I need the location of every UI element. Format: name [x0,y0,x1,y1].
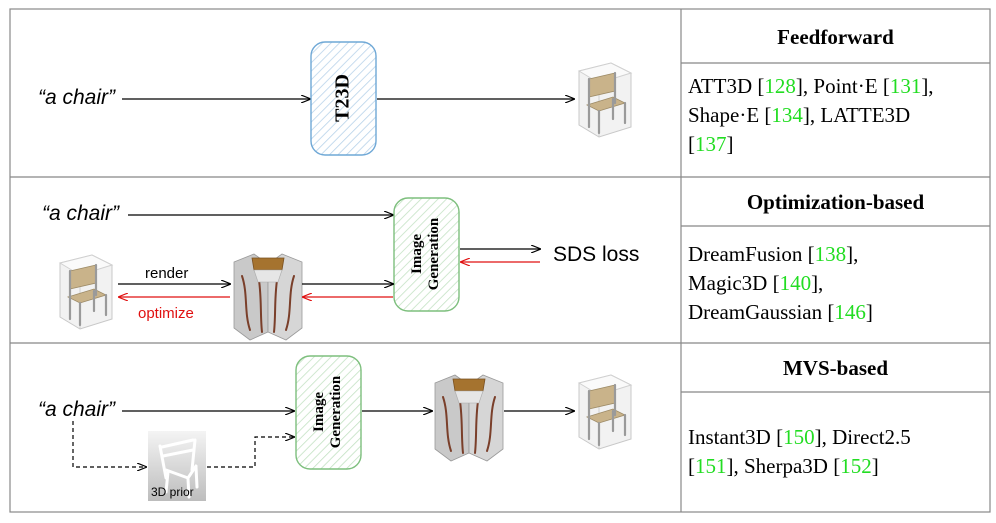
sds-loss-label: SDS loss [553,243,640,266]
prior-label: 3D prior [151,485,194,499]
image-generation-box-optim [393,197,460,312]
chair-cube-output-mvs [577,374,633,450]
refs-feedforward: ATT3D [128], Point·E [131], Shape·E [134… [688,72,986,159]
render-label: render [145,265,189,282]
dashed-arrow-from-prior [207,437,294,468]
ref-direct-sherpa: [151], Sherpa3D [152] [688,454,879,478]
chair-cube-output [577,62,633,138]
table-grid [9,8,991,513]
t23d-label: T23D [331,74,354,122]
ref-shape-e: Shape·E [134], LATTE3D [688,103,911,127]
image-generation-label-mvs: Image Generation [311,375,344,449]
t23d-box [310,41,377,156]
row-title-mvs: MVS-based [782,356,888,380]
row-optimization [58,197,540,341]
row-title-feedforward: Feedforward [777,25,894,49]
prompt-text-mvs: “a chair” [38,398,116,421]
multiview-chair-optim [233,253,303,341]
ref-latte3d: [137] [688,132,734,156]
prompt-text-feedforward: “a chair” [38,86,116,109]
chair-cube-optim [58,254,114,330]
refs-optimization: DreamFusion [138], Magic3D [140], DreamG… [688,240,986,327]
multiview-chair-mvs [434,374,504,462]
ref-instant3d: Instant3D [150], Direct2.5 [688,425,911,449]
prompt-text-optim: “a chair” [42,202,120,225]
dashed-arrow-to-prior [72,421,146,467]
optimize-label: optimize [138,305,194,322]
ref-att3d: ATT3D [128], Point·E [131], [688,74,934,98]
prior-chair-image [148,431,206,501]
ref-dreamfusion: DreamFusion [138], [688,242,859,266]
row-feedforward [122,41,633,156]
ref-magic3d: Magic3D [140], [688,271,824,295]
image-generation-label-optim: Image Generation [409,217,442,291]
row-mvs [72,355,633,501]
refs-mvs: Instant3D [150], Direct2.5 [151], Sherpa… [688,423,986,481]
row-title-optimization: Optimization-based [746,190,925,214]
ref-dreamgaussian: DreamGaussian [146] [688,300,873,324]
image-generation-box-mvs [295,355,362,470]
